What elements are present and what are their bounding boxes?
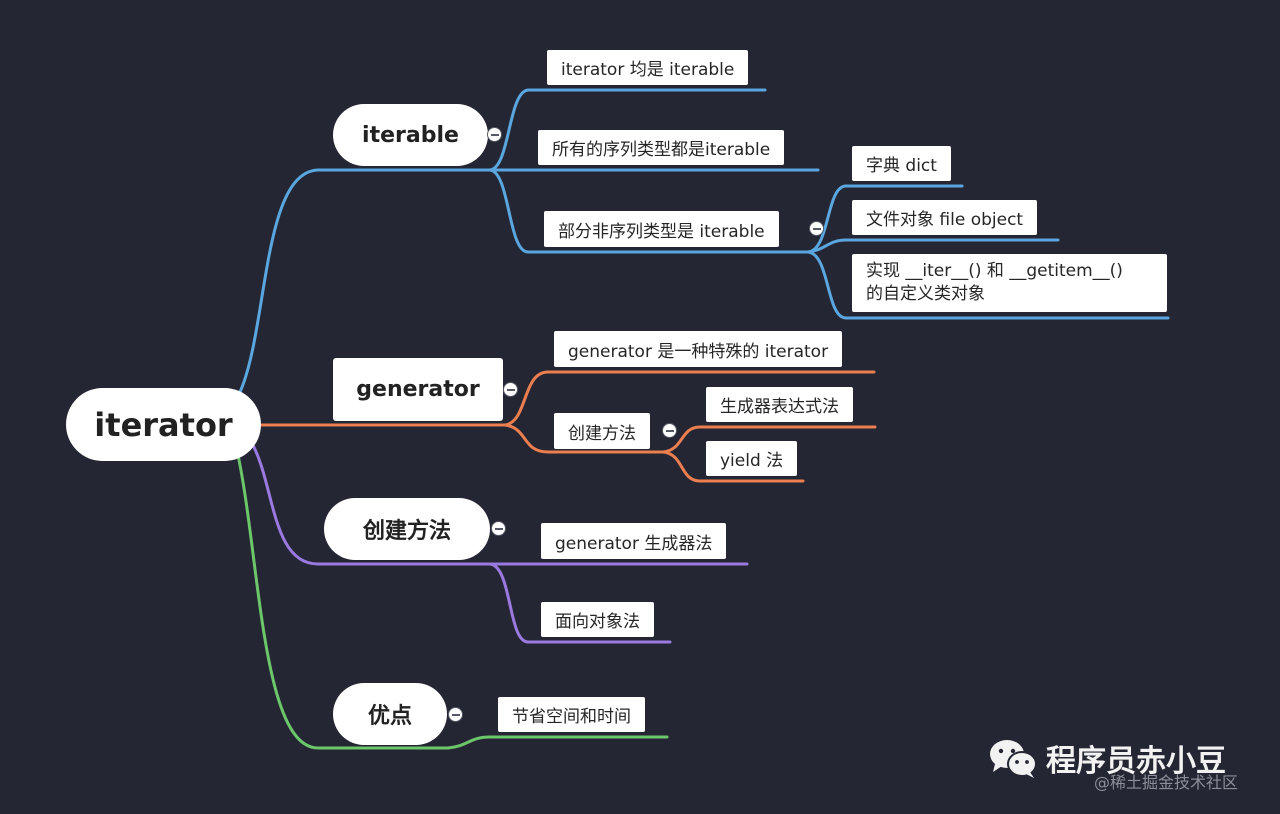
leaf-label-line2: 的自定义类对象: [866, 284, 985, 304]
root-label: iterator: [94, 405, 233, 444]
subtopic-node-create-methods[interactable]: 创建方法: [554, 413, 650, 449]
collapse-icon[interactable]: [448, 707, 463, 722]
branch-node-advantages[interactable]: 优点: [333, 683, 447, 745]
advantage-links: [236, 453, 669, 750]
leaf-label: 字典 dict: [866, 156, 937, 176]
leaf-node[interactable]: 所有的序列类型都是iterable: [538, 130, 785, 165]
author-name: 程序员赤小豆: [1046, 744, 1226, 779]
collapse-icon[interactable]: [662, 423, 677, 438]
leaf-label: 节省空间和时间: [512, 707, 631, 727]
leaf-label: 部分非序列类型是 iterable: [558, 221, 765, 242]
leaf-label: 面向对象法: [555, 612, 640, 632]
branch-label: 创建方法: [362, 519, 451, 544]
collapse-icon[interactable]: [809, 221, 824, 236]
leaf-node[interactable]: 节省空间和时间: [498, 697, 645, 732]
collapse-icon[interactable]: [487, 127, 502, 142]
leaf-node[interactable]: 文件对象 file object: [852, 200, 1038, 235]
leaf-node[interactable]: 实现 __iter__() 和 __getitem__() 的自定义类对象: [852, 254, 1167, 312]
leaf-label: generator 是一种特殊的 iterator: [568, 341, 829, 362]
leaf-node[interactable]: generator 生成器法: [541, 523, 727, 559]
branch-label: 优点: [367, 704, 412, 729]
root-node-iterator[interactable]: iterator: [66, 388, 261, 461]
iterable-links: [238, 88, 1170, 394]
branch-label: generator: [356, 377, 480, 402]
leaf-label: generator 生成器法: [555, 533, 713, 554]
branch-node-iterable[interactable]: iterable: [333, 104, 488, 166]
leaf-label: iterator 均是 iterable: [561, 60, 735, 80]
collapse-icon[interactable]: [491, 521, 506, 536]
branch-node-generator[interactable]: generator: [333, 358, 503, 421]
wechat-icon: [990, 740, 1037, 778]
leaf-label: 创建方法: [568, 423, 636, 444]
leaf-label: yield 法: [720, 451, 784, 471]
leaf-label: 生成器表达式法: [720, 397, 839, 417]
leaf-node[interactable]: generator 是一种特殊的 iterator: [554, 331, 843, 367]
leaf-label-line1: 实现 __iter__() 和 __getitem__(): [866, 261, 1123, 281]
branch-node-create-methods[interactable]: 创建方法: [324, 498, 490, 560]
leaf-node[interactable]: 面向对象法: [541, 602, 654, 637]
leaf-label: 所有的序列类型都是iterable: [552, 140, 771, 160]
leaf-node[interactable]: iterator 均是 iterable: [547, 50, 749, 85]
create-links: [248, 438, 749, 644]
subtopic-node-non-sequence[interactable]: 部分非序列类型是 iterable: [544, 211, 779, 247]
site-credit: @稀土掘金技术社区: [1094, 773, 1239, 792]
leaf-label: 文件对象 file object: [866, 210, 1024, 230]
collapse-icon[interactable]: [503, 382, 518, 397]
leaf-node[interactable]: 字典 dict: [852, 146, 951, 181]
leaf-node[interactable]: yield 法: [706, 441, 798, 476]
generator-links: [260, 370, 877, 483]
leaf-node[interactable]: 生成器表达式法: [706, 387, 853, 422]
branch-label: iterable: [362, 122, 459, 148]
